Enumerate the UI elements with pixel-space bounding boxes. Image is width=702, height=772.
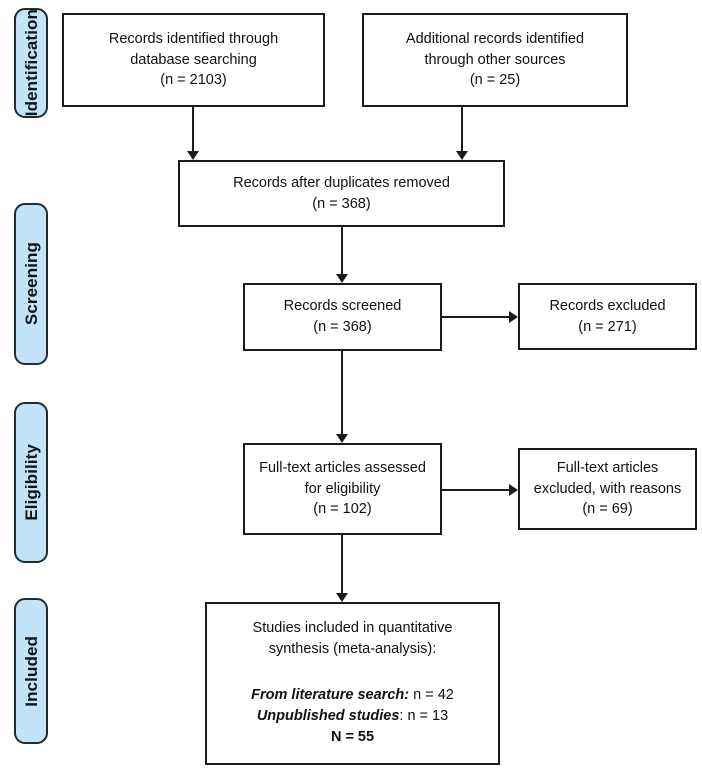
arrowhead-fulltext-to-included <box>336 593 348 602</box>
unpublished-studies-value: : n = 13 <box>399 708 449 725</box>
box-additional-records-line2: through other sources <box>424 51 566 68</box>
box-studies-included-total: N = 55 <box>330 729 375 746</box>
connector-screened-to-fulltext <box>341 351 343 434</box>
connector-fulltext-to-included <box>341 535 343 593</box>
connector-duplicates-to-screened <box>341 227 343 274</box>
box-duplicates-removed-count: (n = 368) <box>312 195 371 212</box>
box-fulltext-assessed-line2: for eligibility <box>304 480 381 497</box>
box-additional-records-count: (n = 25) <box>469 72 521 89</box>
arrowhead-duplicates-to-screened <box>336 274 348 283</box>
box-studies-included-head-line1: Studies included in quantitative <box>252 620 453 636</box>
connector-additional-to-duplicates <box>461 107 463 151</box>
box-studies-included-literature: From literature search: n = 42 <box>251 685 454 706</box>
box-records-identified-line2: database searching <box>130 51 257 68</box>
stage-tab-included-label: Included <box>21 635 41 707</box>
connector-screened-to-excluded <box>442 316 509 318</box>
box-studies-included-unpublished: Unpublished studies: n = 13 <box>257 706 448 727</box>
stage-tab-included: Included <box>14 598 48 744</box>
box-duplicates-removed: Records after duplicates removed (n = 36… <box>178 160 505 227</box>
box-fulltext-excluded-line1: Full-text articles <box>556 460 659 477</box>
arrowhead-screened-to-excluded <box>509 311 518 323</box>
box-studies-included-head-line2: synthesis (meta-analysis): <box>268 640 437 657</box>
literature-search-label: From literature search: <box>251 687 410 704</box>
box-fulltext-excluded-count: (n = 69) <box>582 501 633 518</box>
box-records-identified-line1: Records identified through <box>108 31 279 48</box>
box-records-identified-count: (n = 2103) <box>160 72 227 89</box>
literature-search-value: n = 42 <box>409 687 454 704</box>
box-records-identified: Records identified through database sear… <box>62 13 325 107</box>
box-records-screened: Records screened (n = 368) <box>243 283 442 351</box>
arrowhead-additional-to-duplicates <box>456 151 468 160</box>
box-records-screened-count: (n = 368) <box>313 319 372 335</box>
stage-tab-identification-label: Identification <box>21 9 41 117</box>
unpublished-studies-label: Unpublished studies <box>256 708 400 725</box>
stage-tab-screening: Screening <box>14 203 48 365</box>
stage-tab-eligibility: Eligibility <box>14 402 48 563</box>
box-fulltext-assessed: Full-text articles assessed for eligibil… <box>243 443 442 535</box>
box-records-excluded-line1: Records excluded <box>549 297 666 314</box>
stage-tab-screening-label: Screening <box>21 242 41 326</box>
box-additional-records-line1: Additional records identified <box>405 31 585 48</box>
box-duplicates-removed-line1: Records after duplicates removed <box>233 174 450 191</box>
box-fulltext-excluded: Full-text articles excluded, with reason… <box>518 448 697 530</box>
box-studies-included-heading: Studies included in quantitative synthes… <box>253 618 453 659</box>
box-fulltext-excluded-line2: excluded, with reasons <box>533 480 682 497</box>
connector-identified-to-duplicates <box>192 107 194 151</box>
box-additional-records: Additional records identified through ot… <box>362 13 628 107</box>
box-records-excluded: Records excluded (n = 271) <box>518 283 697 350</box>
box-fulltext-assessed-count: (n = 102) <box>313 501 372 518</box>
box-studies-included: Studies included in quantitative synthes… <box>205 602 500 765</box>
arrowhead-screened-to-fulltext <box>336 434 348 443</box>
stage-tab-identification: Identification <box>14 8 48 118</box>
arrowhead-fulltext-to-excluded <box>509 484 518 496</box>
box-records-screened-line1: Records screened <box>283 298 402 315</box>
stage-tab-eligibility-label: Eligibility <box>21 444 41 521</box>
connector-fulltext-to-excluded <box>442 489 509 491</box>
arrowhead-identified-to-duplicates <box>187 151 199 160</box>
box-fulltext-assessed-line1: Full-text articles assessed <box>259 460 426 477</box>
box-records-excluded-count: (n = 271) <box>578 318 637 335</box>
